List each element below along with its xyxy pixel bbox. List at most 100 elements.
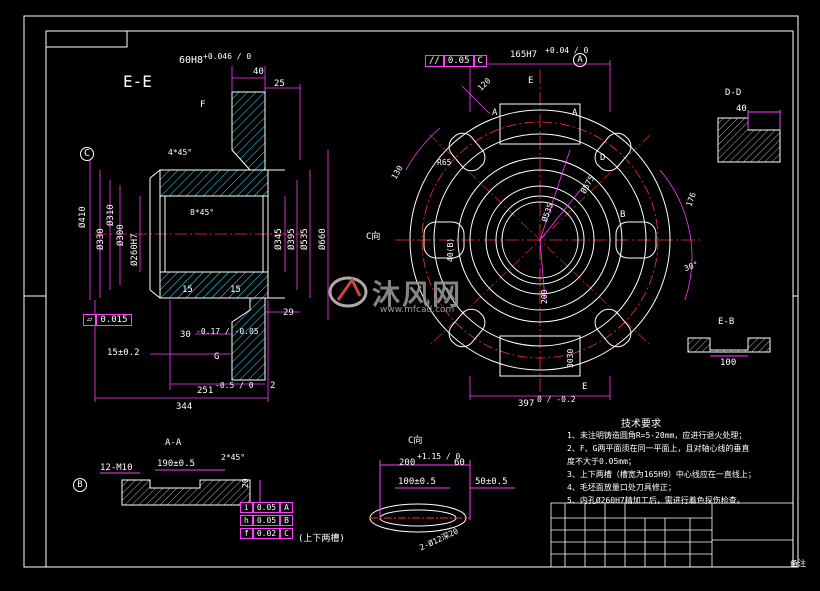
dim-d410: Ø410	[78, 206, 88, 228]
label-e-bottom: E	[582, 382, 588, 392]
dim-15a: 15	[182, 285, 193, 295]
label-g: G	[214, 352, 220, 362]
tol-3-symbol: f	[240, 528, 253, 539]
label-a-left: A	[492, 108, 498, 118]
dim-d345: Ø345	[274, 228, 284, 250]
dim-165h7-tol: +0.04 / 0	[545, 46, 589, 55]
tol-2-value: 0.05	[252, 515, 281, 526]
section-eb	[687, 337, 771, 357]
dim-d395: Ø395	[287, 228, 297, 250]
dim-3030: 3030	[566, 348, 575, 368]
notes-item-5: 4、毛坯面放量口处刀具修正；	[567, 483, 676, 492]
dim-397: 397	[518, 399, 535, 409]
cview-dim-60: 60	[454, 458, 465, 468]
datum-c-marker: C	[80, 147, 94, 161]
aa-thread: 12-M10	[100, 463, 133, 473]
c-view-title: C向	[408, 436, 423, 446]
watermark-url: www.mfcad.com	[380, 305, 455, 315]
dim-25: 25	[274, 79, 285, 89]
dim-d535: Ø535	[300, 228, 310, 250]
cview-dim-50: 50±0.5	[475, 477, 508, 487]
dd-view-title: D-D	[725, 88, 742, 98]
cview-dim-200: 200	[399, 458, 416, 468]
chamfer-8x45: 8*45°	[190, 208, 215, 217]
dim-40b: 40(B)	[446, 237, 455, 262]
flatness-value: 0.015	[96, 314, 132, 326]
dim-397-tol: 0 / -0.2	[537, 395, 576, 404]
parallel-symbol: //	[425, 55, 444, 67]
dim-15b: 15	[230, 285, 241, 295]
dim-d300: Ø300	[116, 224, 126, 246]
dim-30: 30	[180, 330, 191, 340]
dim-top-fit-tol: +0.046 / 0	[203, 52, 252, 61]
label-a-right: A	[572, 108, 578, 118]
dim-200-plan: 200	[540, 289, 549, 304]
label-b: B	[620, 210, 626, 220]
datum-b-marker: B	[73, 478, 87, 492]
sheet-border	[23, 15, 799, 568]
watermark-logo	[328, 276, 368, 308]
dim-251-tol: -0.5 / 0	[215, 381, 254, 390]
flatness-symbol: ▱	[83, 314, 97, 326]
parallel-ref: C	[473, 55, 487, 67]
parallel-value: 0.05	[443, 55, 474, 67]
dim-29: 29	[283, 308, 294, 318]
tol-2-ref: B	[280, 515, 293, 526]
section-aa	[100, 469, 261, 506]
label-d: D	[600, 153, 606, 163]
aa-dim-190: 190±0.5	[157, 459, 195, 469]
label-e-top: E	[528, 76, 534, 86]
plan-view	[395, 60, 700, 400]
dim-d310: Ø310	[106, 204, 116, 226]
notes-item-3: 度不大于0.05mm；	[567, 457, 636, 466]
dim-2: 2	[270, 381, 276, 391]
tol-1-value: 0.05	[252, 502, 281, 513]
both-grooves-note: (上下两槽)	[298, 534, 345, 544]
dim-d260: Ø260H7	[130, 233, 140, 266]
title-block	[550, 502, 794, 568]
dim-top-fit: 60H8	[179, 55, 204, 66]
dd-dim-40: 40	[736, 104, 747, 114]
dim-r65: R65	[437, 158, 452, 167]
chamfer-4x45: 4*45°	[168, 148, 193, 157]
label-f: F	[200, 100, 206, 110]
aa-chamfer: 2*45°	[221, 453, 246, 462]
dim-15pm: 15±0.2	[107, 348, 140, 358]
notes-item-2: 2、F、G两平面须在同一平面上，且对轴心线的垂直	[567, 444, 750, 453]
dim-165h7: 165H7	[510, 50, 538, 60]
title-block-remark: 备注	[790, 559, 806, 568]
tol-2-symbol: h	[240, 515, 253, 526]
section-ee	[89, 66, 329, 402]
aa-view-title: A-A	[165, 438, 182, 448]
c-view-arrow-label: C向	[366, 232, 381, 242]
dim-40: 40	[253, 67, 264, 77]
datum-a-marker: A	[573, 53, 587, 67]
watermark-text: 沐风网	[372, 278, 463, 311]
eb-view-title: E-B	[718, 317, 735, 327]
tol-1-ref: A	[280, 502, 293, 513]
notes-item-6: 5、内孔Ø260H7精加工后，需进行着色探伤检查。	[567, 496, 745, 505]
dim-30-tol: -0.17 / -0.05	[196, 327, 259, 336]
eb-dim-100: 100	[720, 358, 737, 368]
notes-item-1: 1、未注明铸造圆角R=5-20mm，应进行退火处理；	[567, 431, 747, 440]
notes-title: 技术要求	[621, 419, 661, 430]
section-dd	[717, 110, 781, 163]
aa-dim-20: 20	[241, 478, 250, 488]
cview-dim-100: 100±0.5	[398, 477, 436, 487]
dim-d660: Ø660	[318, 228, 328, 250]
dim-251: 251	[197, 386, 214, 396]
tol-3-value: 0.02	[252, 528, 281, 539]
flatness-frame: ▱0.015	[83, 314, 132, 326]
dim-d330: Ø330	[96, 228, 106, 250]
dim-344: 344	[176, 402, 193, 412]
tol-3-ref: C	[280, 528, 293, 539]
c-view	[369, 460, 515, 533]
cview-dim-200-tol: +1.15 / 0	[417, 452, 461, 461]
tol-1-symbol: i	[240, 502, 253, 513]
ee-view-title: E-E	[123, 72, 152, 91]
